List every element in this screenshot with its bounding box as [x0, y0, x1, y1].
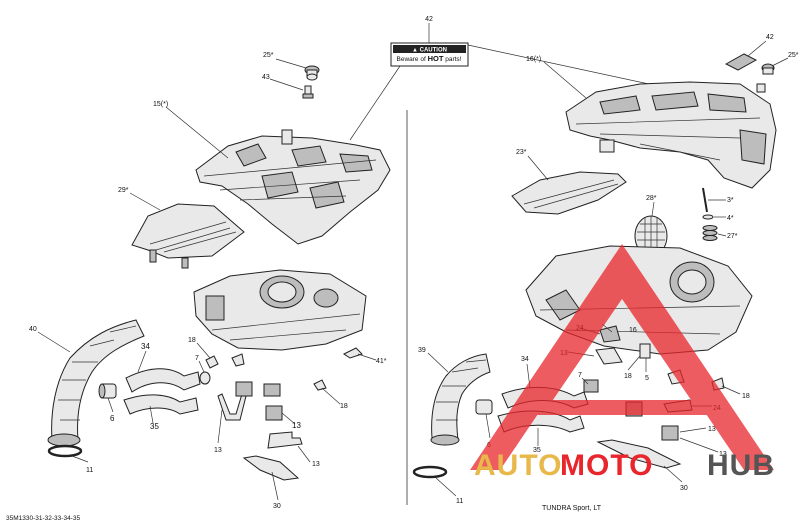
svg-text:13: 13	[719, 451, 727, 458]
svg-text:25*: 25*	[263, 52, 274, 59]
svg-text:13: 13	[292, 421, 301, 430]
svg-text:25*: 25*	[788, 52, 799, 59]
svg-text:16(*): 16(*)	[526, 56, 541, 63]
strap-13-right	[595, 347, 623, 365]
svg-text:35: 35	[533, 447, 541, 454]
svg-text:29*: 29*	[118, 187, 129, 194]
svg-text:13: 13	[214, 447, 222, 454]
svg-text:7: 7	[195, 355, 199, 362]
caution-body: Beware of HOT parts!	[397, 54, 462, 63]
caution-label: ▲ CAUTION Beware of HOT parts!	[390, 42, 469, 67]
svg-text:27*: 27*	[727, 233, 738, 240]
washer-4	[702, 214, 714, 220]
ring-7-left	[199, 371, 211, 385]
diagram-code: 35M1330-31-32-33-34-35	[6, 515, 80, 522]
svg-text:MOTO: MOTO	[560, 449, 653, 482]
svg-text:39: 39	[418, 347, 426, 354]
svg-text:23*: 23*	[516, 149, 527, 156]
cap-25-right	[761, 63, 775, 75]
hose-35-left	[123, 394, 199, 415]
svg-text:30: 30	[680, 485, 688, 492]
svg-text:41*: 41*	[376, 358, 387, 365]
intake-tube-39	[430, 353, 491, 446]
clip-18-left-a	[205, 353, 245, 369]
bracket-13-left	[267, 431, 303, 449]
svg-text:34: 34	[521, 356, 529, 363]
svg-text:43: 43	[262, 74, 270, 81]
svg-text:18: 18	[188, 337, 196, 344]
svg-text:HUB: HUB	[707, 449, 775, 482]
block-left-c	[263, 383, 281, 397]
hose-34-left	[125, 368, 201, 393]
upper-airbox-15	[195, 129, 391, 245]
ring-11-right	[412, 465, 448, 479]
svg-text:42: 42	[766, 34, 774, 41]
part-5-right	[639, 343, 651, 359]
upper-airbox-16	[565, 81, 777, 189]
cap-25-left	[304, 65, 320, 81]
svg-text:30: 30	[273, 503, 281, 510]
cover-23	[511, 171, 627, 215]
grommet-43-left	[302, 85, 314, 99]
grommet-right	[756, 83, 766, 93]
cap-24-right	[599, 325, 621, 343]
svg-text:18: 18	[340, 403, 348, 410]
watermark-text: AUTO MOTO HUB	[474, 449, 775, 482]
svg-text:13: 13	[312, 461, 320, 468]
caution-title: ▲ CAUTION	[412, 48, 447, 54]
plate-30-right	[596, 439, 682, 469]
left-callouts: 42 25* 43 15(*) 29* 40 34 18 7 6 35 41* …	[29, 16, 433, 510]
intake-tube-40	[47, 319, 145, 447]
clip-18-left-b	[313, 379, 327, 391]
block-13-left-a	[235, 381, 253, 397]
svg-text:35: 35	[150, 422, 159, 431]
block-13-left-b	[265, 405, 283, 421]
svg-text:11: 11	[456, 498, 463, 505]
lower-airbox-left	[193, 269, 367, 351]
cover-29	[131, 203, 245, 269]
ring-11-left	[47, 444, 83, 458]
clamp-6-right	[475, 399, 493, 415]
svg-text:11: 11	[86, 467, 93, 474]
block-right-a	[583, 379, 599, 393]
strap-13-left-a	[217, 393, 247, 421]
svg-text:AUTO: AUTO	[474, 449, 562, 482]
spring-27	[702, 225, 718, 241]
watermark-logo	[470, 244, 774, 470]
block-13-right-b	[661, 425, 679, 441]
tag-41-left	[343, 347, 363, 359]
svg-text:16: 16	[629, 327, 637, 334]
svg-text:15(*): 15(*)	[153, 101, 168, 108]
svg-text:42: 42	[425, 16, 433, 23]
svg-text:6: 6	[110, 414, 115, 423]
svg-text:3*: 3*	[727, 197, 734, 204]
clamp-6-left	[98, 383, 117, 399]
svg-text:18: 18	[742, 393, 750, 400]
svg-text:13: 13	[708, 426, 716, 433]
screw-3	[702, 187, 708, 213]
svg-text:34: 34	[141, 342, 150, 351]
tag-42-right	[724, 53, 758, 71]
model-caption: TUNDRA Sport, LT	[542, 505, 602, 512]
svg-text:18: 18	[624, 373, 632, 380]
svg-text:7: 7	[578, 372, 582, 379]
plate-30-left	[242, 455, 300, 481]
svg-text:28*: 28*	[646, 195, 657, 202]
svg-text:40: 40	[29, 326, 37, 333]
svg-text:4*: 4*	[727, 215, 734, 222]
svg-text:5: 5	[645, 375, 649, 382]
